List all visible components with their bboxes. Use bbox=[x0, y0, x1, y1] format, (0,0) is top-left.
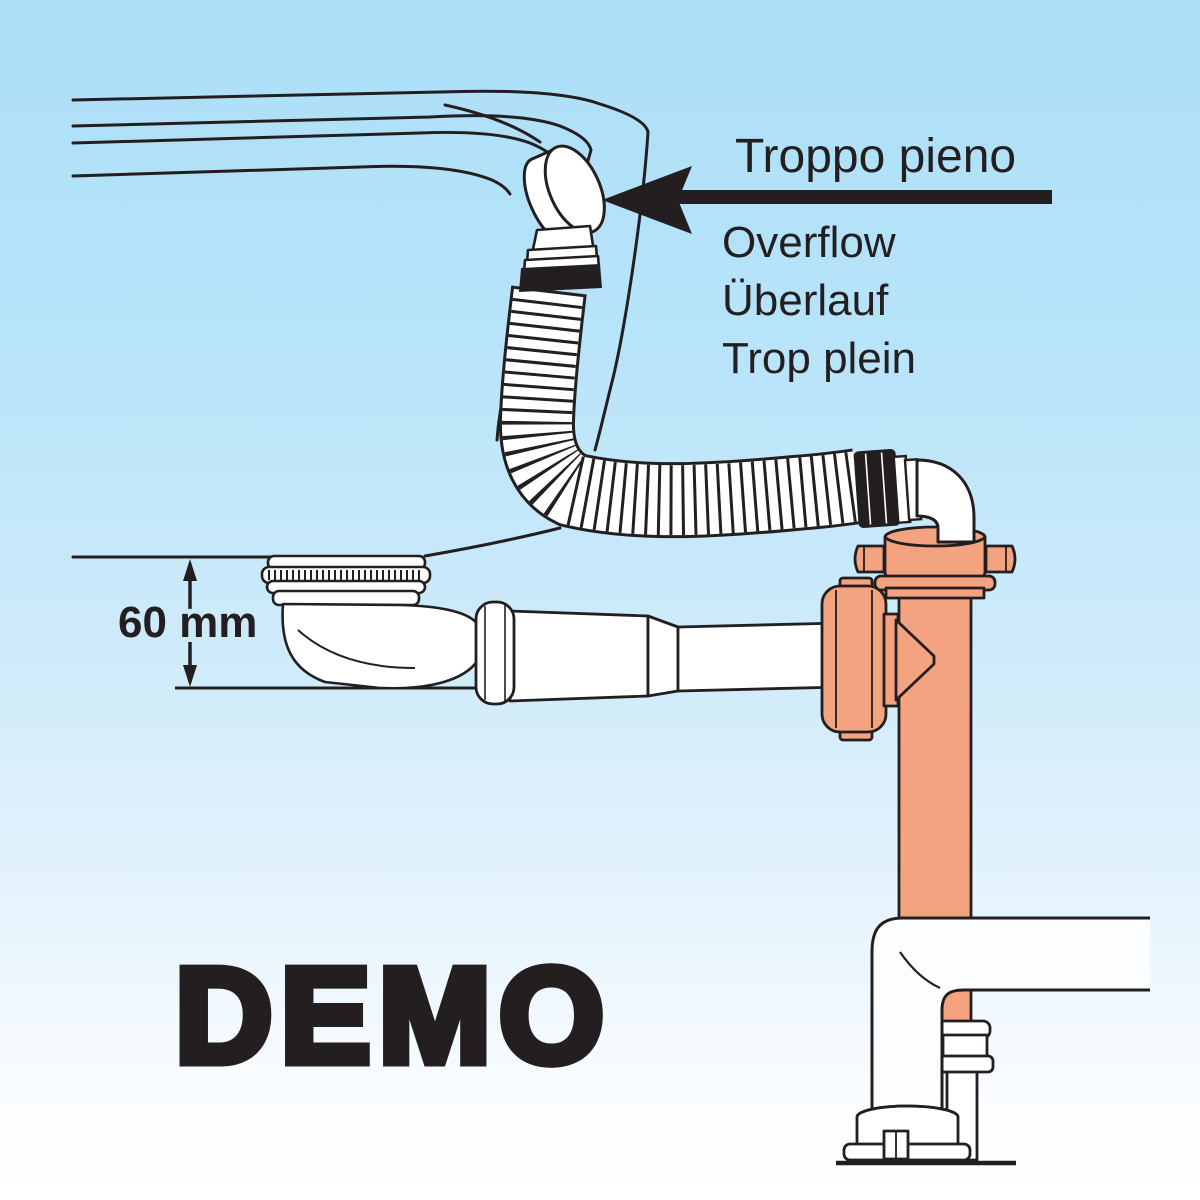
callout-translation-en: Overflow bbox=[722, 218, 896, 267]
floor-drain-flange bbox=[842, 1104, 972, 1162]
dimension-60mm: 60 mm bbox=[113, 559, 262, 687]
hose-end-fittings bbox=[853, 448, 987, 548]
callout-translation-fr: Trop plein bbox=[722, 334, 916, 383]
branch-wing-nut bbox=[820, 584, 888, 734]
white-elbow bbox=[915, 458, 976, 544]
tub-rim-line-4 bbox=[71, 164, 512, 196]
callout-translation-de: Überlauf bbox=[722, 276, 889, 325]
elbow-pipe-outline-top bbox=[870, 916, 1150, 1113]
bathtub-outline bbox=[71, 89, 650, 559]
drain-pipe-cone bbox=[646, 614, 680, 698]
branch-cone bbox=[894, 618, 936, 702]
dimension-arrowhead-down bbox=[183, 665, 197, 687]
tee-top-ear-left bbox=[853, 544, 886, 574]
tub-bottom-edge-right bbox=[423, 526, 562, 558]
overflow-fitting bbox=[519, 144, 606, 292]
trap-body bbox=[281, 602, 480, 690]
callout-title: Troppo pieno bbox=[735, 130, 1016, 183]
flange-cup-rim bbox=[855, 1104, 960, 1118]
hose-threaded-nut bbox=[853, 448, 901, 529]
socket-flange bbox=[937, 1054, 995, 1074]
branch-nut-contours bbox=[835, 590, 873, 728]
elbow-pipe-outline-inner bbox=[940, 988, 1150, 1113]
tub-rim-line-1 bbox=[71, 89, 650, 452]
drain-pipe bbox=[474, 600, 844, 706]
tee-top-step bbox=[884, 586, 986, 600]
overflow-threaded-band bbox=[519, 264, 602, 292]
dimension-label: 60 mm bbox=[118, 598, 257, 647]
waste-elbow-pipe bbox=[870, 916, 1150, 1113]
tub-rim-line-3 bbox=[71, 130, 559, 165]
tub-drain-trap bbox=[260, 554, 480, 690]
elbow-pipe-fill bbox=[872, 918, 1150, 1113]
demo-watermark: DEMO bbox=[175, 940, 612, 1091]
tee-ear-notches bbox=[863, 546, 1007, 572]
dimension-arrowhead-up bbox=[183, 559, 197, 581]
overflow-callout: Troppo pieno Overflow Überlauf Trop plei… bbox=[602, 130, 1052, 383]
tee-top-ear-right bbox=[984, 544, 1017, 574]
trap-body-shading bbox=[297, 629, 416, 669]
tee-nut-front-rim bbox=[883, 535, 987, 548]
elbow-inner-bend-line bbox=[899, 951, 941, 990]
coupling-nut-detail bbox=[484, 605, 506, 701]
tub-rim-inner-edge bbox=[443, 103, 542, 144]
hose-body bbox=[501, 285, 864, 536]
nut-thread-lines bbox=[864, 452, 888, 525]
callout-arrow-shaft bbox=[674, 190, 1052, 204]
overflow-front-face bbox=[543, 144, 606, 235]
drain-pipe-narrow-section bbox=[676, 621, 844, 693]
callout-arrow-icon bbox=[602, 166, 692, 234]
drain-pipe-coupling-nut bbox=[474, 600, 516, 706]
drain-pipe-wide-section bbox=[508, 609, 650, 703]
corrugated-hose bbox=[498, 285, 864, 539]
